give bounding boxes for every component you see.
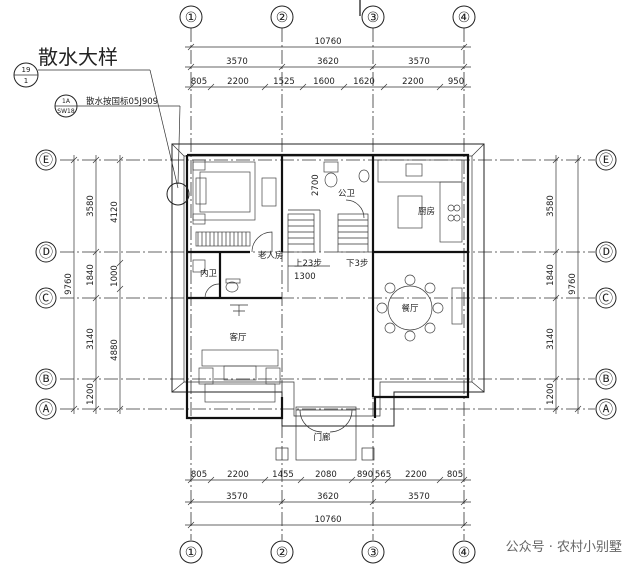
callout-sub-bottom: SW18 [57, 108, 75, 115]
axis-label-left-c: Ⓒ [39, 291, 53, 307]
top-dim-detail-5: 1620 [353, 77, 375, 87]
left-dim-span-2: 1840 [86, 264, 96, 286]
label-entrance: 门廊 [313, 432, 331, 443]
label-stair-value-1: 2700 [311, 174, 321, 196]
left-dim-span-3: 3140 [86, 328, 96, 350]
label-living: 客厅 [229, 332, 247, 343]
top-dim-span-1: 3570 [226, 57, 248, 67]
axis-label-right-a: Ⓐ [599, 402, 613, 418]
right-dim-span-1: 3580 [546, 195, 556, 217]
axis-label-right-e: Ⓔ [599, 153, 613, 169]
bottom-dim-detail-8: 805 [447, 470, 463, 480]
bottom-dim-span-2: 3620 [317, 492, 339, 502]
axis-label-left-a: Ⓐ [39, 402, 53, 418]
watermark: 公众号 · 农村小别墅 [505, 540, 622, 555]
axis-bubbles-bottom: ① ② ③ ④ [179, 540, 476, 564]
label-kitchen: 厨房 [418, 206, 435, 217]
left-dim-span-4: 1200 [86, 383, 96, 405]
bottom-dim-detail-7: 2200 [405, 470, 427, 480]
top-dim-detail-3: 1525 [273, 77, 295, 87]
bedroom-furniture: 老人房 [192, 159, 284, 261]
left-dim-mid-3: 4880 [110, 339, 120, 361]
kitchen-furniture: 厨房 [377, 159, 463, 243]
right-dim-span-3: 3140 [546, 328, 556, 350]
top-dim-total: 10760 [314, 37, 341, 47]
inner-bath: 内卫 [192, 259, 241, 299]
living-furniture: 客厅 [198, 304, 281, 403]
label-inner-bath: 内卫 [200, 268, 218, 279]
label-stairs-down: 下3步 [346, 259, 368, 269]
bottom-dim-detail-3: 1455 [272, 470, 294, 480]
bottom-dim-total: 10760 [314, 515, 341, 525]
axis-label-top-3: ③ [367, 10, 380, 26]
label-stair-value-2: 1300 [294, 272, 316, 282]
left-dim-mid-2: 1000 [110, 265, 120, 287]
walls [185, 153, 470, 420]
callout-note: 散水按国标05J909 [86, 96, 158, 107]
top-dim-detail-2: 2200 [227, 77, 249, 87]
horizontal-grid-lines [60, 159, 595, 410]
label-dining: 餐厅 [401, 304, 419, 314]
left-dim-mid-1: 4120 [110, 201, 120, 223]
top-dim-span-2: 3620 [317, 57, 339, 67]
callout-title: 散水大样 [38, 45, 118, 69]
top-dim-detail-6: 2200 [402, 77, 424, 87]
stairs-area: 上23步 1300 下3步 2700 公卫 [287, 161, 370, 292]
axis-label-bottom-1: ① [185, 545, 198, 561]
bottom-dim-detail-4: 2080 [315, 470, 337, 480]
apron-outline [171, 143, 485, 427]
axis-label-left-b: Ⓑ [39, 372, 53, 388]
bottom-dim-detail-5: 890 [357, 470, 373, 480]
left-dim-span-1: 3580 [86, 195, 96, 217]
axis-label-bottom-4: ④ [458, 545, 471, 561]
axis-bubbles-right: Ⓔ Ⓓ Ⓒ Ⓑ Ⓐ [595, 149, 617, 420]
callout-ref-top: 19 [22, 66, 31, 74]
axis-label-left-d: Ⓓ [39, 245, 53, 261]
label-elder-bedroom: 老人房 [258, 250, 284, 261]
apron-detail-callout: 19 1 散水大样 1A SW18 散水按国标05J909 [13, 45, 190, 206]
bottom-dim-span-1: 3570 [226, 492, 248, 502]
label-stairs-up: 上23步 [294, 259, 322, 269]
top-dim-detail-7: 950 [448, 77, 464, 87]
axis-label-right-c: Ⓒ [599, 291, 613, 307]
axis-label-bottom-2: ② [276, 545, 289, 561]
left-dimensions: 9760 3580 1840 3140 1200 4120 1000 4880 [64, 155, 124, 414]
bottom-dimensions: 805 2200 1455 2080 890 565 2200 805 3570… [185, 470, 471, 529]
axis-bubbles-left: Ⓔ Ⓓ Ⓒ Ⓑ Ⓐ [35, 149, 57, 420]
bottom-dim-span-3: 3570 [408, 492, 430, 502]
axis-bubbles-top: ① ② ③ ④ [179, 5, 476, 29]
axis-label-bottom-3: ③ [367, 545, 380, 561]
left-dim-total: 9760 [64, 273, 74, 295]
top-dim-detail-4: 1600 [313, 77, 335, 87]
label-public-bath: 公卫 [338, 189, 356, 199]
bottom-dim-detail-2: 2200 [227, 470, 249, 480]
callout-sub-top: 1A [62, 98, 71, 105]
axis-label-top-4: ④ [458, 10, 471, 26]
axis-label-left-e: Ⓔ [39, 153, 53, 169]
right-dim-span-2: 1840 [546, 264, 556, 286]
dining-furniture: 餐厅 [376, 274, 463, 342]
axis-label-top-1: ① [185, 10, 198, 26]
bottom-dim-detail-6: 565 [375, 470, 391, 480]
entrance-porch: 门廊 [275, 406, 375, 461]
right-dimensions: 3580 1840 3140 1200 9760 [546, 155, 582, 414]
callout-ref-bottom: 1 [24, 77, 28, 85]
top-dimensions: 10760 3570 3620 3570 805 2200 1525 1600 … [185, 37, 471, 91]
top-dim-detail-1: 805 [191, 77, 207, 87]
top-dim-span-3: 3570 [408, 57, 430, 67]
axis-label-right-d: Ⓓ [599, 245, 613, 261]
right-dim-total: 9760 [568, 273, 578, 295]
axis-label-top-2: ② [276, 10, 289, 26]
right-dim-span-4: 1200 [546, 383, 556, 405]
bottom-dim-detail-1: 805 [191, 470, 207, 480]
axis-label-right-b: Ⓑ [599, 372, 613, 388]
